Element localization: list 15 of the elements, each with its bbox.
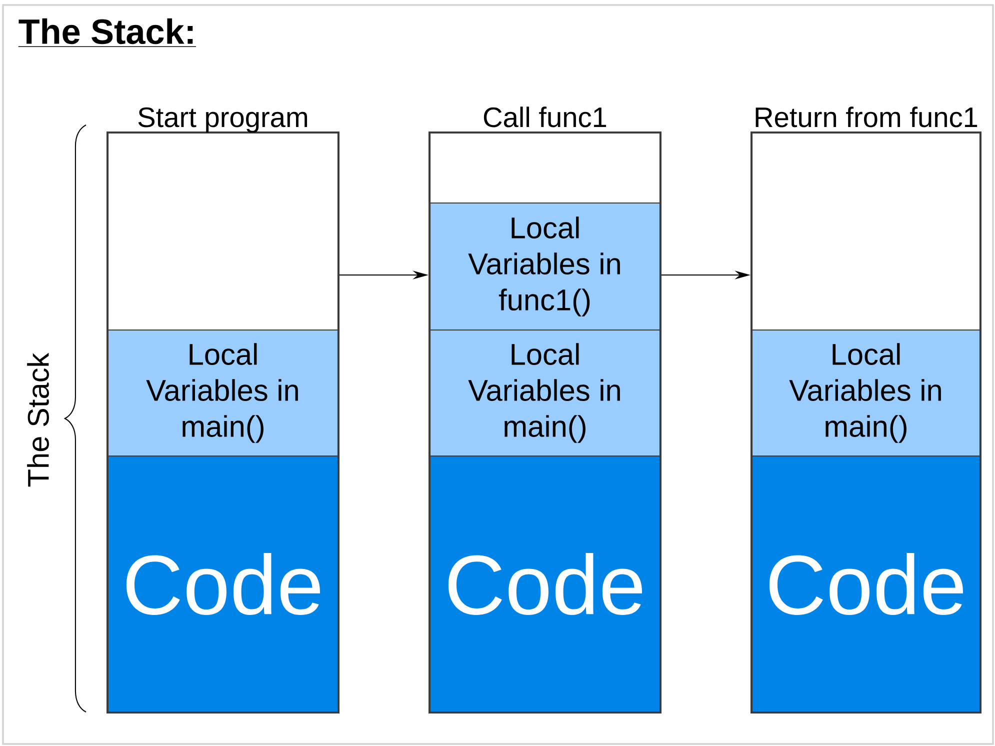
stack-frame: Local Variables in main()	[108, 329, 338, 456]
axis-label: The Stack	[27, 352, 49, 487]
node-label: Return from func1	[756, 106, 978, 128]
stack-slot	[430, 132, 660, 204]
code-segment: Code	[752, 456, 980, 712]
stack-frame: Local Variables in main()	[752, 329, 980, 456]
code-segment: Code	[430, 456, 660, 712]
code-segment: Code	[108, 456, 338, 712]
stack-frame: Local Variables in main()	[430, 329, 660, 456]
stack-slot	[752, 132, 980, 330]
node-label: Start program	[138, 107, 308, 133]
node-label: Call func1	[484, 106, 606, 128]
stack-slot	[108, 132, 338, 330]
stack-frame: Local Variables in func1()	[430, 202, 660, 331]
title: The Stack:	[18, 18, 196, 47]
